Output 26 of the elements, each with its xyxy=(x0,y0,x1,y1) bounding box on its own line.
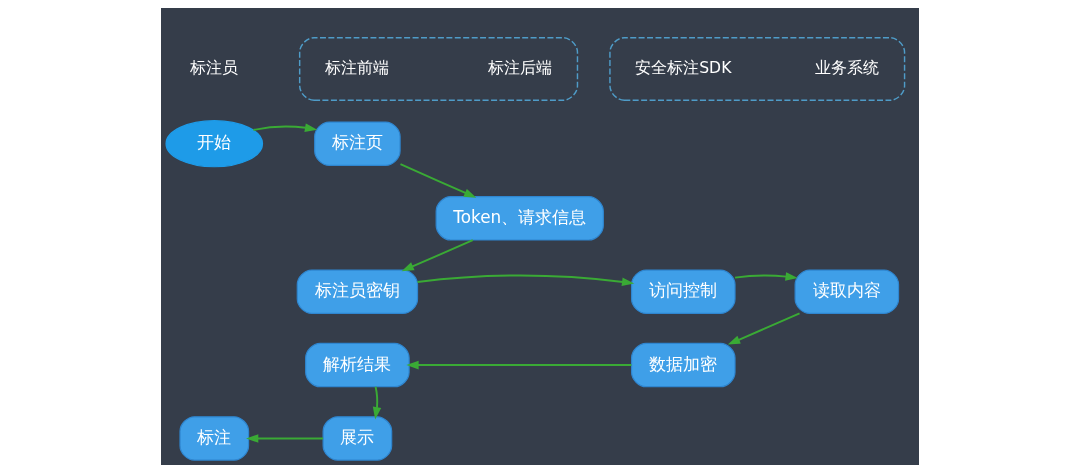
arrow xyxy=(399,163,477,198)
arrow xyxy=(401,239,474,272)
node-box: 数据加密 xyxy=(631,342,736,388)
node-box: 标注页 xyxy=(314,121,401,166)
node-box: Token、请求信息 xyxy=(435,196,604,241)
node-text: 安全标注SDK xyxy=(635,58,732,78)
cluster xyxy=(298,37,579,101)
arrow xyxy=(734,272,798,281)
node-ellipse: 开始 xyxy=(165,120,264,168)
arrow xyxy=(416,274,635,287)
arrow xyxy=(727,312,801,345)
node-text: 标注前端 xyxy=(325,58,390,78)
node-box: 展示 xyxy=(322,416,393,461)
node-box: 解析结果 xyxy=(305,342,410,388)
node-box: 读取内容 xyxy=(794,269,900,314)
node-box: 标注 xyxy=(179,416,250,461)
arrow xyxy=(246,434,325,443)
node-text: 标注员 xyxy=(190,58,239,78)
node-box: 访问控制 xyxy=(631,269,736,314)
arrow xyxy=(406,360,633,370)
cluster xyxy=(609,37,906,101)
node-box: 标注员密钥 xyxy=(296,269,419,314)
arrow xyxy=(252,123,318,132)
arrow xyxy=(372,385,382,420)
node-text: 业务系统 xyxy=(814,58,879,78)
node-text: 标注后端 xyxy=(487,58,552,78)
